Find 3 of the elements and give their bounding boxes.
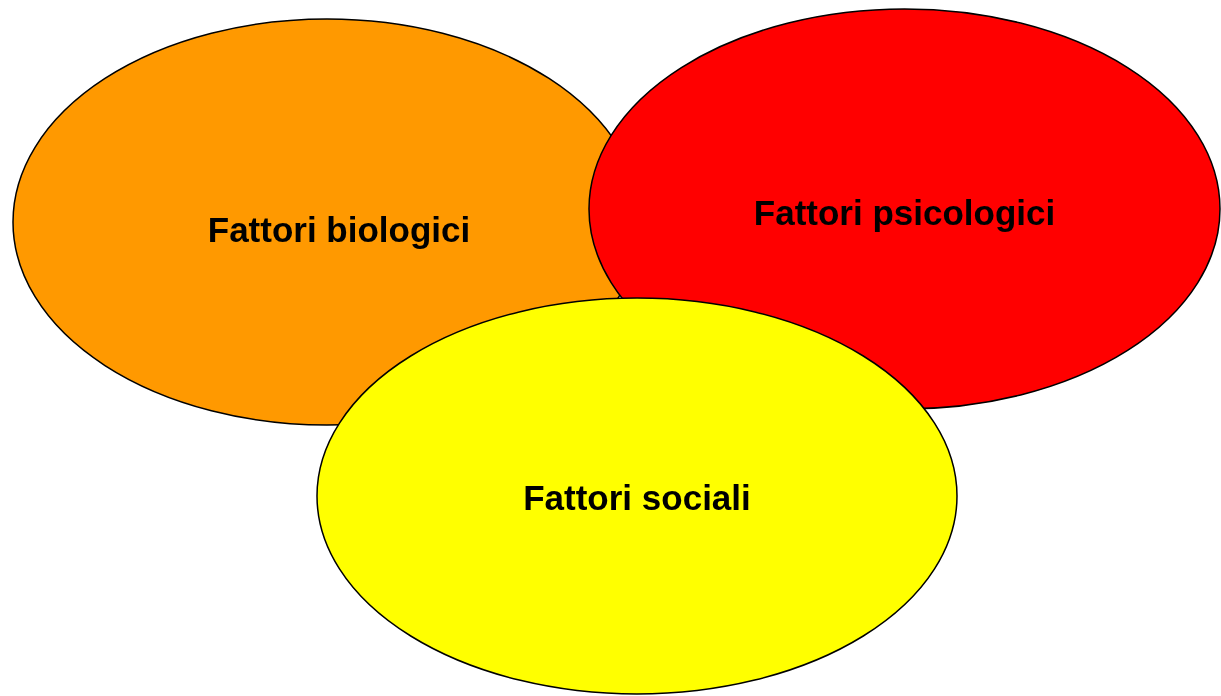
node-label: Fattori psicologici [753,193,1056,233]
node-label: Fattori sociali [523,478,751,518]
node-label: Fattori biologici [207,210,471,250]
